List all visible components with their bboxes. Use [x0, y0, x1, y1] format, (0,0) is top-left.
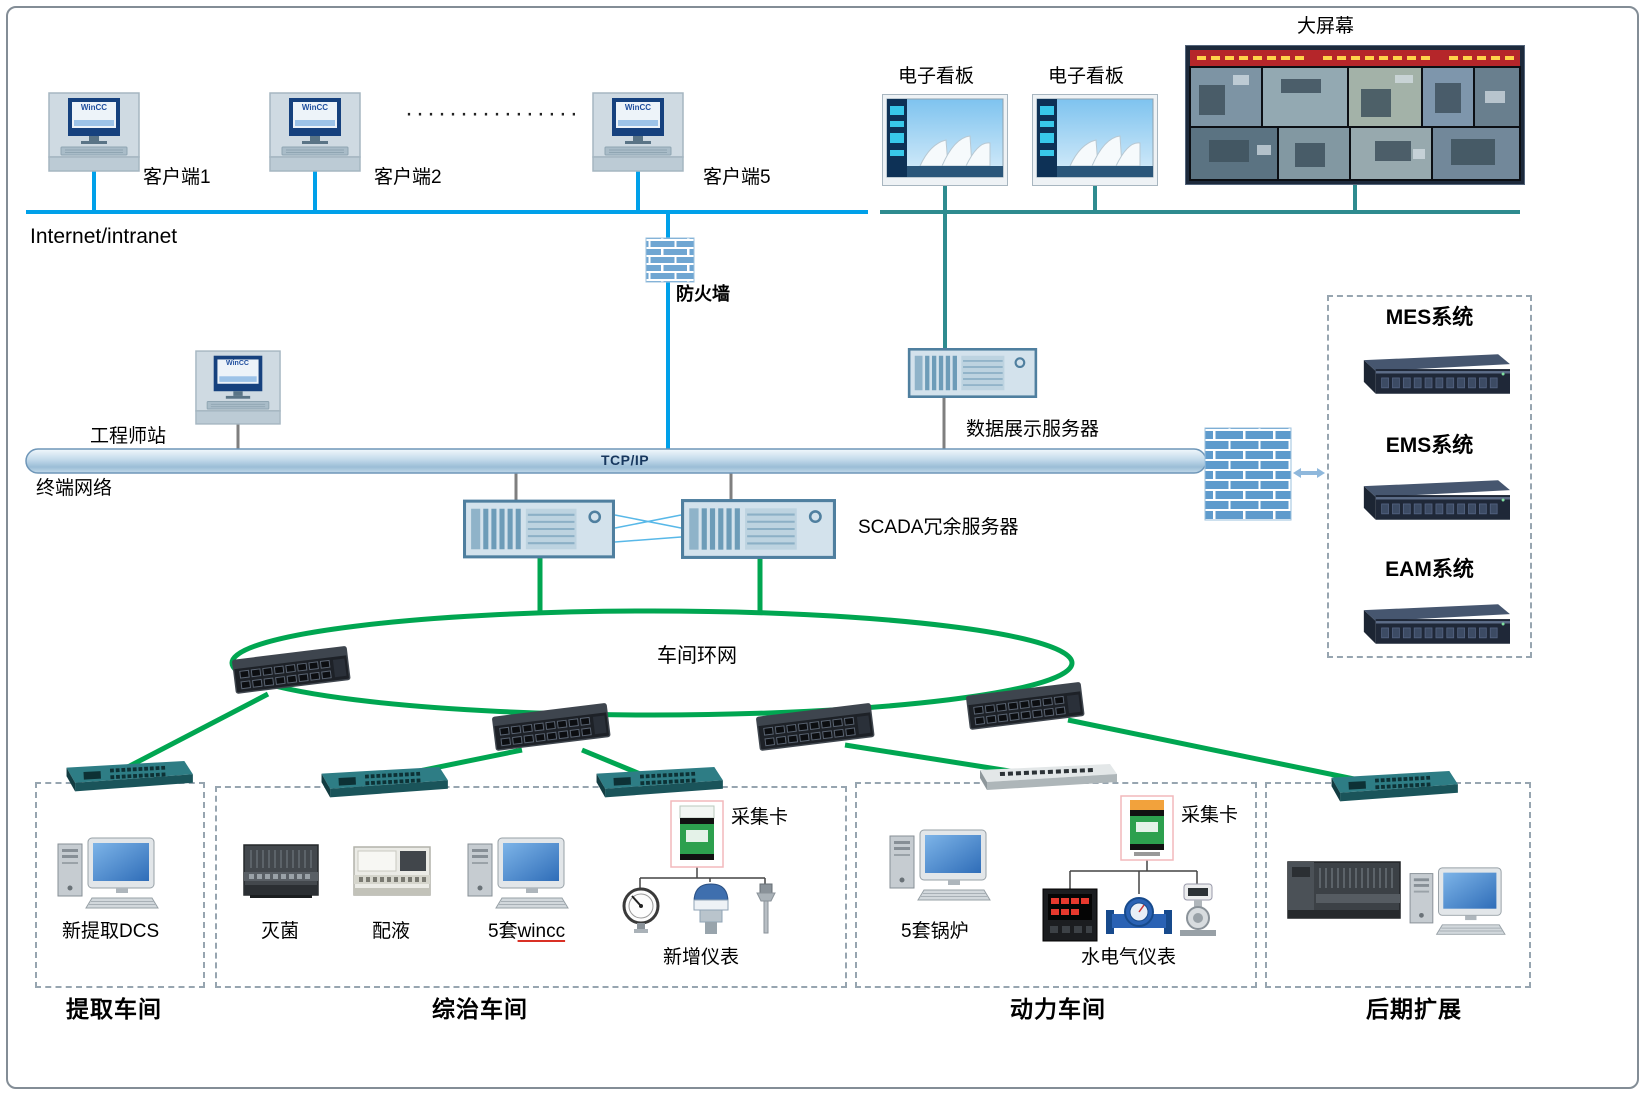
backbone-drop-lines [236, 396, 946, 500]
w2-boundary [215, 786, 847, 988]
w3-power-meter-icon [1042, 888, 1098, 942]
billboard2-label: 电子看板 [1048, 66, 1125, 87]
w3-instruments-label: 水电气仪表 [1081, 947, 1177, 968]
w2-wincc-label: 5套wincc [488, 921, 565, 944]
internet-label: Internet/intranet [30, 225, 178, 248]
scada-label: SCADA冗余服务器 [858, 517, 1019, 538]
firewall-panel-arrow-icon [1293, 468, 1325, 478]
w4-plc-icon [1287, 861, 1401, 919]
eam-label: EAM系统 [1385, 558, 1474, 581]
w2-title: 综治车间 [432, 996, 528, 1022]
client2-screen-text: WinCC [301, 103, 329, 112]
w4-title: 后期扩展 [1366, 996, 1462, 1022]
client2-label: 客户端2 [374, 167, 442, 188]
bigscreen-label: 大屏幕 [1297, 16, 1355, 37]
w2-wincc-word: wincc [517, 921, 566, 942]
scada-sync-links [614, 514, 682, 543]
eam-server-icon [1363, 603, 1510, 645]
w2-wincc-prefix: 5套 [488, 921, 518, 942]
terminal-network-label: 终端网络 [36, 478, 113, 499]
data-server-label: 数据展示服务器 [966, 419, 1100, 440]
w4-computer-icon [1409, 867, 1506, 935]
billboard2-icon [1032, 94, 1158, 186]
w2-sterilize-plc-icon [243, 844, 319, 899]
w3-instrument-wires [1069, 859, 1198, 894]
tcpip-label: TCP/IP [600, 452, 650, 468]
w3-flow-meter-icon [1179, 883, 1217, 937]
w2-plc1-label: 灭菌 [261, 921, 300, 942]
w3-boiler-computer-icon [889, 829, 991, 901]
billboard1-icon [882, 94, 1008, 186]
w2-temp-sensor-icon [756, 883, 776, 934]
mes-label: MES系统 [1385, 306, 1474, 329]
w1-title: 提取车间 [66, 996, 162, 1022]
ems-server-icon [1363, 479, 1510, 521]
w2-switch2-icon [596, 766, 723, 798]
scada-server1-icon [463, 499, 615, 559]
w1-dcs-label: 新提取DCS [62, 921, 160, 942]
w2-instrument-wires [639, 866, 766, 888]
client-network-lines [26, 168, 868, 450]
w2-pressure-gauge-icon [622, 887, 660, 935]
client1-screen-text: WinCC [80, 103, 108, 112]
w2-daq-card-icon [670, 800, 724, 868]
w3-water-meter-icon [1106, 897, 1172, 935]
w2-wincc-computer-icon [467, 837, 569, 909]
w3-title: 动力车间 [1010, 996, 1106, 1022]
billboard1-label: 电子看板 [898, 66, 975, 87]
w2-card-label: 采集卡 [731, 807, 789, 828]
bigscreen-icon [1185, 45, 1525, 185]
ems-label: EMS系统 [1385, 434, 1474, 457]
ring-label: 车间环网 [657, 645, 737, 667]
client5-label: 客户端5 [703, 167, 771, 188]
w2-instruments-label: 新增仪表 [663, 947, 740, 968]
w3-daq-card-icon [1120, 795, 1174, 861]
w1-dcs-computer-icon [57, 837, 159, 909]
data-display-server-icon [907, 348, 1038, 398]
scada-server2-icon [681, 498, 836, 560]
w4-switch-icon [1331, 770, 1458, 802]
display-network-lines [880, 183, 1520, 350]
ring-switch1-icon [231, 645, 351, 694]
w2-plc2-label: 配液 [372, 921, 411, 942]
w3-card-label: 采集卡 [1181, 805, 1239, 826]
w2-switch1-icon [321, 766, 448, 798]
w1-switch-icon [66, 760, 193, 792]
external-systems-panel [1327, 295, 1532, 658]
continuation-dots: ················ [405, 100, 581, 127]
client1-label: 客户端1 [143, 167, 211, 188]
ring-switch4-icon [965, 681, 1085, 730]
engineer-screen-text: WinCC [226, 360, 249, 367]
client5-screen-text: WinCC [624, 103, 652, 112]
w2-dispense-plc-icon [353, 846, 431, 896]
engineer-station-label: 工程师站 [90, 426, 167, 447]
w2-transmitter-icon [693, 883, 729, 935]
mes-server-icon [1363, 353, 1510, 395]
w3-boiler-label: 5套锅炉 [901, 921, 969, 942]
firewall-label: 防火墙 [676, 284, 730, 304]
firewall2-icon [1204, 427, 1292, 521]
firewall-icon [645, 237, 695, 283]
